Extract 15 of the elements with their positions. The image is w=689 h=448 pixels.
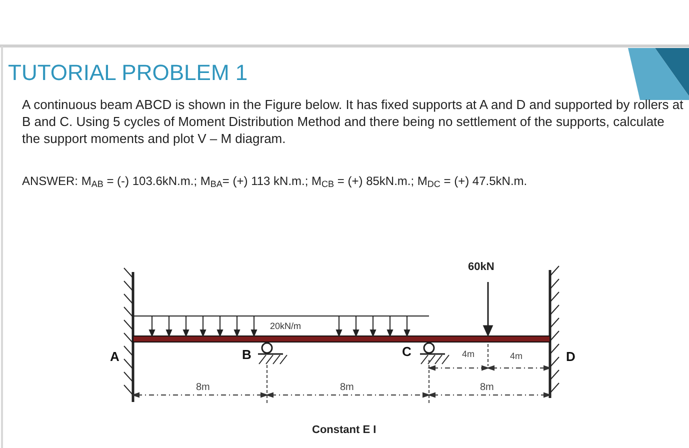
load-intensity-label: 20kN/m [270,320,302,333]
dimension-label: 4m [510,350,523,363]
support-label: C [402,343,412,361]
point-load-label: 60kN [468,260,494,275]
dimension-label: 8m [480,381,494,395]
note-text: Constant E I [312,423,376,438]
answer-text: ANSWER: M$_{AB}$ = (-) 103.6kN.m.; M$_{BA}$= (+) 113 kN.m.; M$_{CB}$ = (+) 85kN.m.; M$_{DC}$ = (+) 47.5kN.m. [22,173,528,189]
title: TUTORIAL PROBLEM 1 [8,60,248,86]
problem-statement: A continuous beam ABCD is shown in the Figure below. It has fixed supports at A and D and supported by rollers at B and C. Using 5 cycles of Moment Distribution Method and there being no settlement of the supports, calculate the support moments and plot V – M diagram. [22,96,684,147]
dimension-label: 8m [340,381,354,395]
support-label: A [110,348,120,366]
support-label: D [566,348,576,366]
dimension-label: 4m [462,348,475,361]
support-label: B [242,346,252,364]
dimension-label: 8m [196,381,210,395]
